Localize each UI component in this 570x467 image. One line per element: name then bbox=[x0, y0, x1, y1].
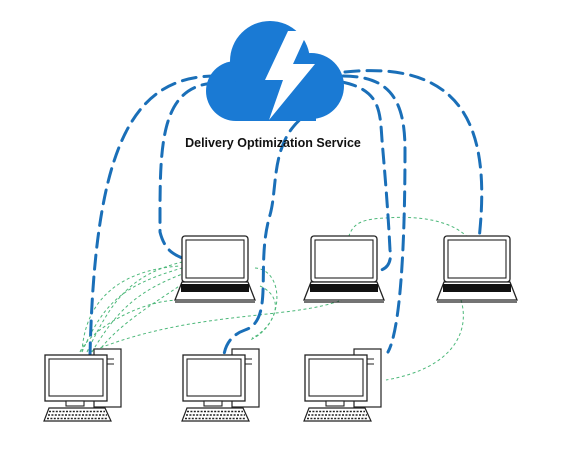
desktop-computer-icon bbox=[181, 348, 260, 422]
service-connections bbox=[88, 69, 484, 370]
laptop-icon bbox=[303, 235, 385, 303]
cloud-lightning-icon bbox=[206, 21, 344, 121]
desktop-computer-icon bbox=[303, 348, 382, 422]
laptop-icon bbox=[174, 235, 256, 303]
laptop-icon bbox=[436, 235, 518, 303]
service-label: Delivery Optimization Service bbox=[185, 136, 361, 150]
desktop-computer-icon bbox=[43, 348, 122, 422]
peer-connections bbox=[79, 216, 471, 381]
